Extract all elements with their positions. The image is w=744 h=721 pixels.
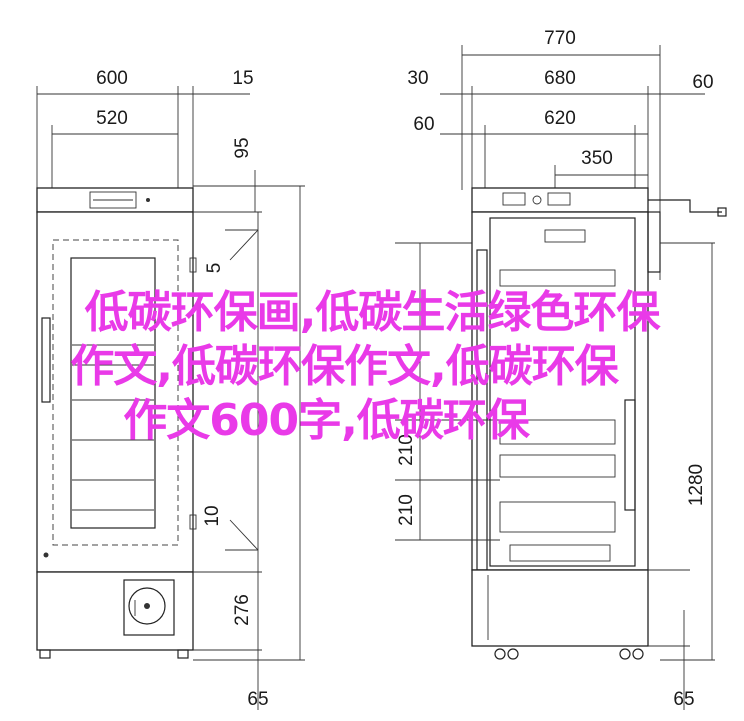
dim-gap-b: 10 (202, 505, 223, 526)
dim-top-height: 95 (232, 137, 253, 158)
dim-base-height: 276 (232, 594, 253, 626)
shelf-lines (72, 344, 154, 511)
dim-front-offset: 30 (407, 68, 428, 89)
dim-side-gap: 15 (232, 68, 253, 89)
overlay-text-line-2: 作文,低碳环保作文,低碳环保 (70, 341, 618, 392)
dim-inner-depth: 620 (544, 108, 576, 129)
dim-bottom-clearance-right: 65 (673, 689, 694, 710)
dim-door-offset: 60 (413, 114, 434, 135)
side-view (395, 45, 727, 710)
dim-total-width: 600 (96, 68, 128, 89)
dim-door-width: 520 (96, 108, 128, 129)
dim-bottom-clearance-left: 65 (247, 689, 268, 710)
side-shelves (499, 269, 616, 562)
overlay-text-line-1: 低碳环保画,低碳生活绿色环保 (84, 287, 661, 338)
dim-shelf-pitch-a: 210 (396, 434, 417, 466)
dim-shelf-pitch-b: 210 (396, 494, 417, 526)
front-view (36, 86, 305, 710)
dim-overall-height: 1280 (686, 464, 707, 506)
dim-gap-a: 5 (204, 263, 225, 274)
dim-overall-depth: 770 (544, 28, 576, 49)
dim-rear-offset: 60 (692, 72, 713, 93)
overlay-text-line-3: 作文600字,低碳环保 (123, 395, 530, 446)
dim-body-depth: 680 (544, 68, 576, 89)
dim-shelf-depth: 350 (581, 148, 613, 169)
